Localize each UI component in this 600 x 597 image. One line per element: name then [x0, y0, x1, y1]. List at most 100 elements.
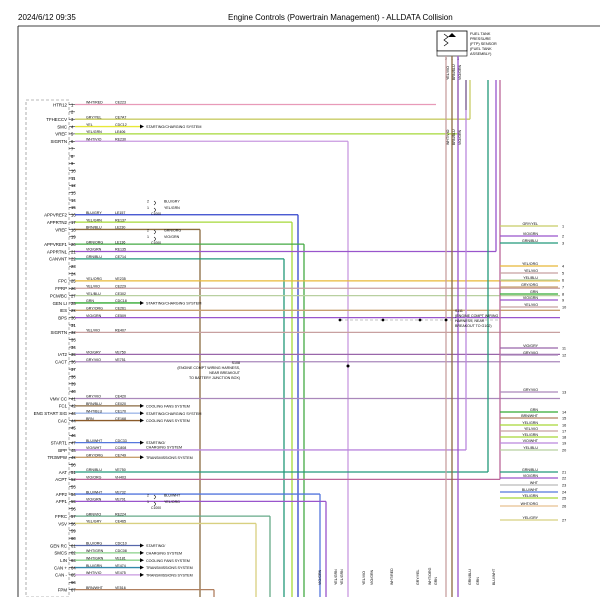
wire-color-label-63: WHT/GRN — [86, 556, 104, 560]
wire-color-label-25: YEL/ORG — [86, 277, 102, 281]
pin-signal-label-44: CAC — [58, 418, 67, 423]
pin-number-52: 52 — [71, 477, 76, 482]
pin-number-54: 54 — [71, 492, 76, 497]
pin-number-57: 57 — [71, 514, 76, 519]
pin-number-61: 61 — [71, 543, 76, 548]
splice-s108-label-1: (ENGINE COMPT WIRING HARNESS, — [177, 366, 240, 370]
wire-color-label-52: VIO/ORG — [86, 476, 102, 480]
pin-number-23: 23 — [71, 264, 76, 269]
wire-color-label-48: VIO/WHT — [86, 446, 102, 450]
ftp-lower-label-2: VIO/GRN — [458, 129, 462, 145]
pin-number-16: 16 — [71, 213, 76, 218]
bottom-wire-label-6: GRY/YEL — [416, 569, 420, 585]
pin-signal-label-43: ENG START SIG — [34, 411, 68, 416]
wire-color-label-44: BRN — [86, 417, 94, 421]
right-wire-number-20: 20 — [562, 449, 566, 453]
inline-upper_b-mark-a — [153, 229, 156, 235]
document-title: Engine Controls (Powertrain Management) … — [228, 13, 453, 22]
system-arrow-64 — [140, 565, 144, 570]
inline-upper_a-id: C1000 — [151, 212, 161, 216]
ftp-sensor-connector — [436, 50, 468, 57]
pin-number-13: 13 — [71, 191, 76, 196]
bottom-wire-label-4: VIO/GRN — [370, 569, 374, 585]
pin-signal-label-47: START1 — [51, 440, 68, 445]
system-note-47: STARTING/ — [146, 441, 166, 445]
wire-color-label-6: WHT/VIO — [86, 137, 102, 141]
pin-signal-label-48: BPP — [58, 448, 67, 453]
inline-lower-pin-b: 1 — [147, 500, 149, 504]
right-wire-label-12: GRY/VIO — [523, 351, 538, 355]
ftp-sensor-arrow-icon — [448, 33, 456, 37]
circuit-label-36: VE751 — [115, 358, 126, 362]
circuit-label-48: CC808 — [115, 446, 126, 450]
inline-upper_b-mark-b — [153, 236, 156, 242]
wire-color-label-1: WHT/RED — [86, 101, 103, 105]
pin-signal-label-63: LIN — [60, 558, 67, 563]
splice-s108-dot — [346, 364, 350, 368]
circuit-label-29: CE261 — [115, 307, 126, 311]
right-wire-label-9: VIO/GRN — [523, 296, 539, 300]
pin-number-1: 1 — [71, 102, 74, 107]
right-wire-label-22: VIO/GRN — [523, 474, 539, 478]
pin-number-60: 60 — [71, 536, 76, 541]
bottom-wire-label-5: WHT/RED — [390, 568, 394, 585]
right-wire-number-14: 14 — [562, 411, 566, 415]
system-arrow-44 — [140, 418, 144, 423]
print-header: 2024/6/12 09:35 Engine Controls (Powertr… — [0, 0, 600, 24]
right-wire-label-10: YEL/VIO — [524, 303, 538, 307]
ftp-sensor-label-0: FUEL TANK — [470, 32, 491, 36]
ftp-lower-label-1: BRN/BLU — [452, 129, 456, 145]
wire-color-label-27: YEL/BLU — [86, 292, 101, 296]
pin-signal-label-1: HTR12 — [53, 102, 67, 107]
system-note-2-47: CHARGING SYSTEM — [146, 446, 182, 450]
wire-color-label-65: WHT/VIO — [86, 571, 102, 575]
ftp-pin-label-1: BRN/BLU — [452, 64, 456, 80]
circuit-label-3: CE7A7 — [115, 115, 126, 119]
right-wire-number-22: 22 — [562, 477, 566, 481]
right-wire-number-12: 12 — [562, 354, 566, 358]
pin-number-9: 9 — [71, 161, 74, 166]
circuit-label-6: RE230 — [115, 137, 126, 141]
pin-number-53: 53 — [71, 485, 76, 490]
pin-number-58: 58 — [71, 521, 76, 526]
circuit-label-18: LE230 — [115, 226, 125, 230]
pin-number-51: 51 — [71, 470, 76, 475]
wire-color-label-54: BLU/WHT — [86, 490, 103, 494]
right-wire-number-10: 10 — [562, 306, 566, 310]
inline-upper_a-pin-a: 2 — [147, 200, 149, 204]
circuit-label-16: LE157 — [115, 211, 125, 215]
wire-color-label-61: BLU/ORG — [86, 542, 102, 546]
pin-number-39: 39 — [71, 382, 76, 387]
pin-number-37: 37 — [71, 367, 76, 372]
wire-color-label-17: YEL/GRN — [86, 218, 102, 222]
splice-s111-dot-0 — [338, 318, 342, 322]
splice-s108-label-3: TO BATTERY JUNCTION BOX) — [189, 376, 240, 380]
circuit-label-26: CE229 — [115, 284, 126, 288]
pin-number-5: 5 — [71, 132, 74, 137]
inline-upper_a-label-a: BLU/GRY — [164, 200, 180, 204]
wire-color-label-51: GRN/BLU — [86, 468, 102, 472]
circuit-label-42: CE020 — [115, 402, 126, 406]
wire-color-label-64: BLU/GRN — [86, 564, 102, 568]
circuit-label-54: VE732 — [115, 490, 126, 494]
inline-lower-mark-a — [153, 494, 156, 500]
wire-color-label-47: BLU/WHT — [86, 439, 103, 443]
circuit-label-4: CDC12 — [115, 123, 127, 127]
right-wire-number-21: 21 — [562, 471, 566, 475]
wire-color-label-32: YEL/VIO — [86, 329, 100, 333]
right-wire-label-23: WHT — [530, 481, 539, 485]
pin-number-38: 38 — [71, 374, 76, 379]
right-wire-number-3: 3 — [562, 242, 564, 246]
pin-number-33: 33 — [71, 338, 76, 343]
circuit-label-51: VE750 — [115, 468, 126, 472]
circuit-label-43: CE170 — [115, 409, 126, 413]
right-wire-label-16: YEL/GRN — [522, 421, 538, 425]
pin-signal-label-67: FPM — [58, 587, 68, 592]
inline-upper_a-label-b: YEL/GRN — [164, 206, 180, 210]
wire-color-label-36: GRY/VIO — [86, 358, 101, 362]
pin-number-66: 66 — [71, 580, 76, 585]
system-note-49: TRANSMISSIONS SYSTEM — [146, 456, 193, 460]
wire-color-label-26: YEL/VIO — [86, 284, 100, 288]
right-wire-number-2: 2 — [562, 235, 564, 239]
circuit-label-61: CDC10 — [115, 542, 127, 546]
